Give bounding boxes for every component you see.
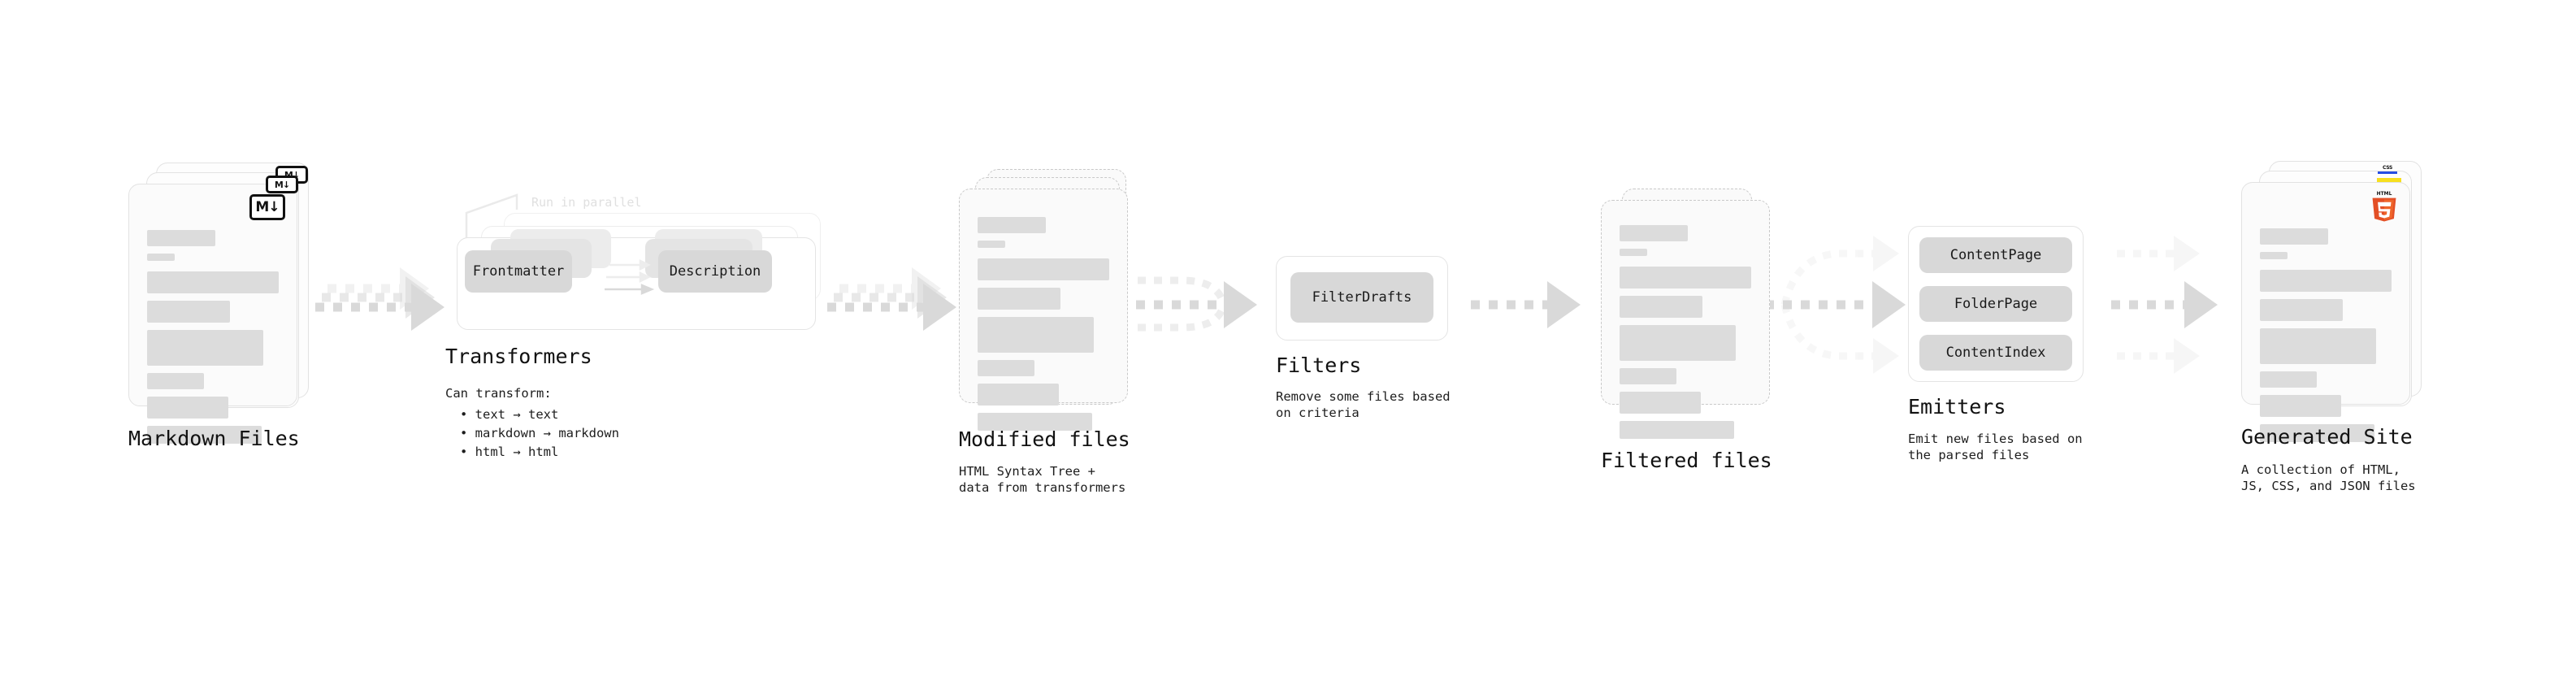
emitters-pill-folderpage[interactable]: FolderPage: [1919, 286, 2072, 322]
generated-card-front: HTML: [2241, 182, 2410, 442]
stage-modified-files: Modified files HTML Syntax Tree + data f…: [959, 169, 1138, 495]
page-title-filters: Filters: [1276, 354, 1362, 377]
transformer-pill-description[interactable]: Description: [658, 250, 772, 293]
html5-icon: HTML: [2370, 189, 2398, 222]
css-icon: CSS: [2378, 166, 2397, 176]
modified-file-stack: [959, 169, 1138, 431]
emitters-pill-contentindex[interactable]: ContentIndex: [1919, 335, 2072, 371]
arrow-emitters-to-site: [2111, 236, 2218, 374]
filtered-card-front: [1601, 200, 1770, 439]
emitters-subtitle: Emit new files based on the parsed files: [1908, 432, 2083, 462]
modified-card-lines: [978, 217, 1109, 438]
page-title-filtered-files: Filtered files: [1601, 449, 1772, 472]
stage-markdown-files: M↓ M↓ M↓ Markdown Files: [128, 163, 315, 450]
run-in-parallel-bracket: [465, 193, 518, 245]
transformers-bullet-1: • markdown → markdown: [460, 426, 619, 440]
run-in-parallel-label: Run in parallel: [531, 195, 642, 210]
filtered-card-lines: [1620, 225, 1751, 446]
markdown-card-front: M↓: [128, 184, 297, 444]
stage-filtered-files: Filtered files: [1601, 189, 1776, 472]
page-title-emitters: Emitters: [1908, 395, 2006, 419]
modified-files-subtitle: HTML Syntax Tree + data from transformer…: [959, 464, 1126, 495]
svg-text:HTML: HTML: [2377, 191, 2392, 197]
markdown-card-lines: [147, 230, 279, 451]
arrow-modified-to-filters: [1136, 276, 1257, 332]
page-title-generated-site: Generated Site: [2241, 425, 2413, 449]
stage-generated-site: CSS HTML: [2241, 161, 2428, 493]
filters-subtitle: Remove some files based on criteria: [1276, 389, 1451, 420]
markdown-icon: M↓: [249, 194, 285, 220]
page-title-transformers: Transformers: [445, 345, 592, 368]
arrow-filters-to-filtered: [1471, 281, 1581, 328]
markdown-file-stack: M↓ M↓ M↓: [128, 163, 315, 444]
page-title-modified-files: Modified files: [959, 427, 1130, 451]
filtered-file-stack: [1601, 189, 1776, 439]
arrow-md-to-transformers: [315, 267, 445, 331]
transformers-bullet-0: • text → text: [460, 407, 559, 422]
arrow-transformers-to-modified: [827, 267, 956, 331]
page-title-markdown-files: Markdown Files: [128, 427, 300, 450]
transformer-pill-frontmatter[interactable]: Frontmatter: [465, 250, 572, 293]
filters-pill-filterdrafts[interactable]: FilterDrafts: [1290, 272, 1433, 323]
generated-site-subtitle: A collection of HTML, JS, CSS, and JSON …: [2241, 462, 2416, 493]
transformers-bullet-2: • html → html: [460, 445, 559, 459]
transformers-subtitle: Can transform:: [445, 386, 552, 401]
generated-file-stack: CSS HTML: [2241, 161, 2428, 442]
markdown-icon-mid: M↓: [266, 176, 298, 193]
transformer-internal-arrows: [605, 258, 655, 295]
generated-card-lines: [2260, 228, 2392, 449]
modified-card-front: [959, 189, 1128, 431]
emitters-pill-contentpage[interactable]: ContentPage: [1919, 237, 2072, 273]
